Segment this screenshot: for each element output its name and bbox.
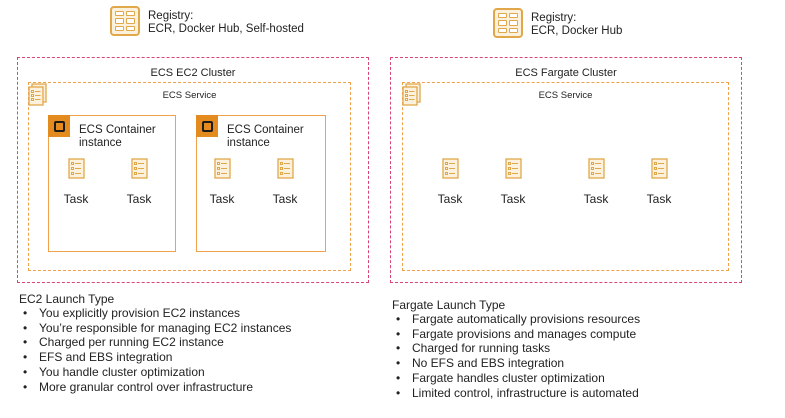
task-icon [214,158,231,179]
task-icon [68,158,85,179]
list-item: More granular control over infrastructur… [19,380,291,395]
list-item: You explicitly provision EC2 instances [19,306,291,321]
task-icon [131,158,148,179]
task-icon [277,158,294,179]
list-item: Fargate provisions and manages compute [392,327,640,342]
task-label: Task [63,192,89,206]
registry-icon [110,6,140,36]
registry-label-fargate: Registry: ECR, Docker Hub [531,12,622,38]
ec2-cluster-title: ECS EC2 Cluster [150,67,236,79]
container-instance [196,115,326,252]
container-instance-icon [196,115,218,137]
fargate-service: ECS Service [402,82,729,271]
fargate-cluster: ECS Fargate Cluster [390,57,742,283]
ecs-service-icon [28,83,47,106]
task-label: Task [209,192,235,206]
ec2-launch-title: EC2 Launch Type [19,292,115,306]
ec2-cluster: ECS EC2 Cluster [17,57,369,283]
fargate-launch-type: Fargate Launch Type Fargate automaticall… [392,298,640,400]
ec2-launch-list: You explicitly provision EC2 instances Y… [19,306,291,394]
container-instance-icon [48,115,70,137]
task-label: Task [500,192,526,206]
registry-label-ec2: Registry: ECR, Docker Hub, Self-hosted [148,10,304,36]
registry-detail: ECR, Docker Hub [531,25,623,37]
container-instance-title: ECS Container instance [79,124,156,149]
list-item: Fargate handles cluster optimization [392,371,640,386]
registry-detail: ECR, Docker Hub, Self-hosted [148,23,304,35]
fargate-launch-title: Fargate Launch Type [392,298,506,312]
list-item: You’re responsible for managing EC2 inst… [19,321,291,336]
task-icon [588,158,605,179]
task-label: Task [126,192,152,206]
task-icon [442,158,459,179]
ecs-service-icon [402,83,421,106]
container-instance [48,115,176,252]
list-item: No EFS and EBS integration [392,356,640,371]
fargate-service-title: ECS Service [538,90,593,101]
registry-icon [493,8,523,38]
registry-title: Registry: [531,12,577,24]
list-item: Charged for running tasks [392,341,640,356]
list-item: Fargate automatically provisions resourc… [392,312,640,327]
task-label: Task [583,192,609,206]
ec2-service: ECS Service [28,82,351,271]
container-instance-title: ECS Container instance [227,124,304,149]
registry-title: Registry: [148,10,194,22]
list-item: Limited control, infrastructure is autom… [392,386,640,401]
task-icon [651,158,668,179]
task-label: Task [272,192,298,206]
list-item: Charged per running EC2 instance [19,335,291,350]
task-label: Task [646,192,672,206]
fargate-launch-list: Fargate automatically provisions resourc… [392,312,640,400]
task-icon [505,158,522,179]
task-label: Task [437,192,463,206]
list-item: You handle cluster optimization [19,365,291,380]
ec2-launch-type: EC2 Launch Type You explicitly provision… [19,292,291,394]
list-item: EFS and EBS integration [19,350,291,365]
ec2-service-title: ECS Service [162,90,217,101]
fargate-cluster-title: ECS Fargate Cluster [515,67,617,79]
